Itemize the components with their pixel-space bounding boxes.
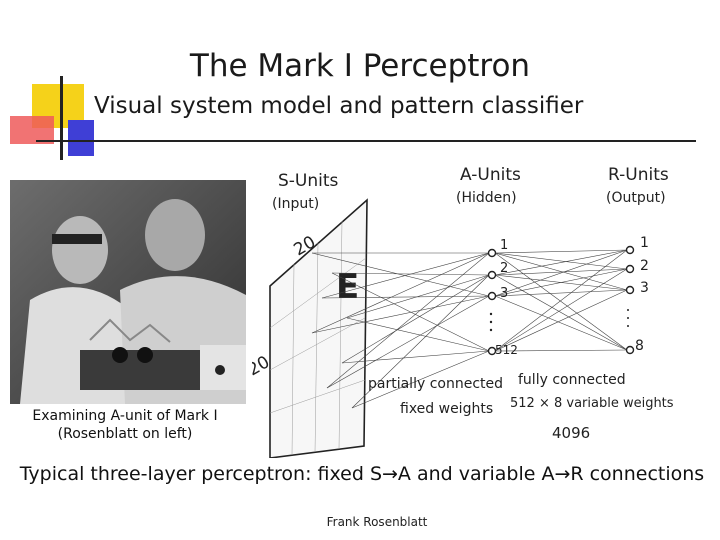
a-to-r-connections xyxy=(494,249,628,352)
r-unit-label-8: 8 xyxy=(635,338,644,354)
a-unit-ellipsis xyxy=(489,320,493,324)
horizontal-rule xyxy=(36,140,696,142)
a-units-label: A-Units xyxy=(460,165,521,185)
r-units-sub: (Output) xyxy=(606,190,666,206)
a-r-link xyxy=(494,268,628,297)
a-unit-label-1: 1 xyxy=(500,238,508,253)
partial-connection-label: partially connected xyxy=(368,376,503,392)
vertical-rule xyxy=(60,76,63,160)
s-a-link xyxy=(351,274,490,409)
a-r-link xyxy=(494,249,628,352)
r-units-label: R-Units xyxy=(608,165,669,185)
r-unit-1 xyxy=(625,245,635,255)
s-a-link xyxy=(311,295,490,334)
r-unit-8 xyxy=(625,345,635,355)
blue-square xyxy=(68,120,94,156)
red-square xyxy=(10,116,54,144)
s-units-sub: (Input) xyxy=(272,196,319,212)
a-units-sub: (Hidden) xyxy=(456,190,517,206)
r-unit-label-1: 1 xyxy=(640,235,649,251)
r-unit-3 xyxy=(625,285,635,295)
full-connection-label: fully connected xyxy=(518,372,626,388)
a-r-link xyxy=(494,249,628,297)
footer-author: Frank Rosenblatt xyxy=(326,515,428,529)
a-unit-ellipsis xyxy=(489,312,493,316)
photo-caption-line-2: (Rosenblatt on left) xyxy=(57,426,193,442)
a-unit-label-512: 512 xyxy=(495,343,518,357)
bottom-caption: Typical three-layer perceptron: fixed S→… xyxy=(19,463,705,485)
a-unit-512 xyxy=(487,346,497,356)
photo-caption: Examining A-unit of Mark I (Rosenblatt o… xyxy=(0,407,250,443)
a-r-link xyxy=(494,252,628,270)
a-r-link xyxy=(494,289,628,297)
r-unit-2 xyxy=(625,264,635,274)
r-unit-label-3: 3 xyxy=(640,280,649,296)
s-to-a-connections xyxy=(311,252,490,409)
s-a-link xyxy=(341,274,490,364)
r-unit-ellipsis xyxy=(627,309,629,311)
s-a-link xyxy=(326,252,490,389)
a-r-link xyxy=(494,295,628,351)
a-unit-label-2: 2 xyxy=(500,261,508,276)
s-units-label: S-Units xyxy=(278,171,339,191)
slide-subtitle: Visual system model and pattern classifi… xyxy=(94,93,584,119)
a-unit-label-3: 3 xyxy=(500,286,508,301)
s-a-link xyxy=(326,295,490,389)
s-a-link xyxy=(346,274,490,319)
a-unit-3 xyxy=(487,291,497,301)
a-r-link xyxy=(494,349,628,352)
perceptron-diagram: E 20 20 S-Units (Input) A-Units (Hidden)… xyxy=(252,165,674,458)
retina-grid xyxy=(269,220,367,456)
a-r-link xyxy=(494,249,628,276)
r-unit-label-2: 2 xyxy=(640,258,649,274)
variable-weights-label: 512 × 8 variable weights xyxy=(510,396,674,411)
a-r-link xyxy=(494,268,628,352)
r-unit-ellipsis xyxy=(627,325,629,327)
a-unit-ellipsis xyxy=(489,328,493,332)
s-a-link xyxy=(341,350,490,364)
s-units-retina xyxy=(269,198,368,458)
s-a-link xyxy=(331,272,490,352)
a-r-link xyxy=(494,249,628,254)
historical-photo xyxy=(10,180,246,404)
r-unit-ellipsis xyxy=(627,317,629,319)
slide-title: The Mark I Perceptron xyxy=(189,48,531,84)
retina-letter: E xyxy=(336,267,359,307)
s-a-link xyxy=(321,295,490,299)
s-a-link xyxy=(321,252,490,299)
fixed-weights-label: fixed weights xyxy=(400,401,493,417)
s-a-link xyxy=(311,252,490,297)
weight-count-label: 4096 xyxy=(552,424,590,442)
r-units-column: 1 2 3 8 xyxy=(625,235,649,355)
a-r-link xyxy=(494,252,628,291)
a-unit-2 xyxy=(487,270,497,280)
a-r-link xyxy=(494,289,628,352)
a-r-link xyxy=(494,274,628,351)
a-r-link xyxy=(494,268,628,276)
a-units-column: 1 2 3 512 xyxy=(487,238,518,357)
a-unit-1 xyxy=(487,248,497,258)
photo-caption-line-1: Examining A-unit of Mark I xyxy=(32,408,218,424)
s-a-link xyxy=(346,317,490,352)
s-a-link xyxy=(311,252,490,334)
s-a-link xyxy=(351,350,490,409)
a-r-link xyxy=(494,252,628,351)
